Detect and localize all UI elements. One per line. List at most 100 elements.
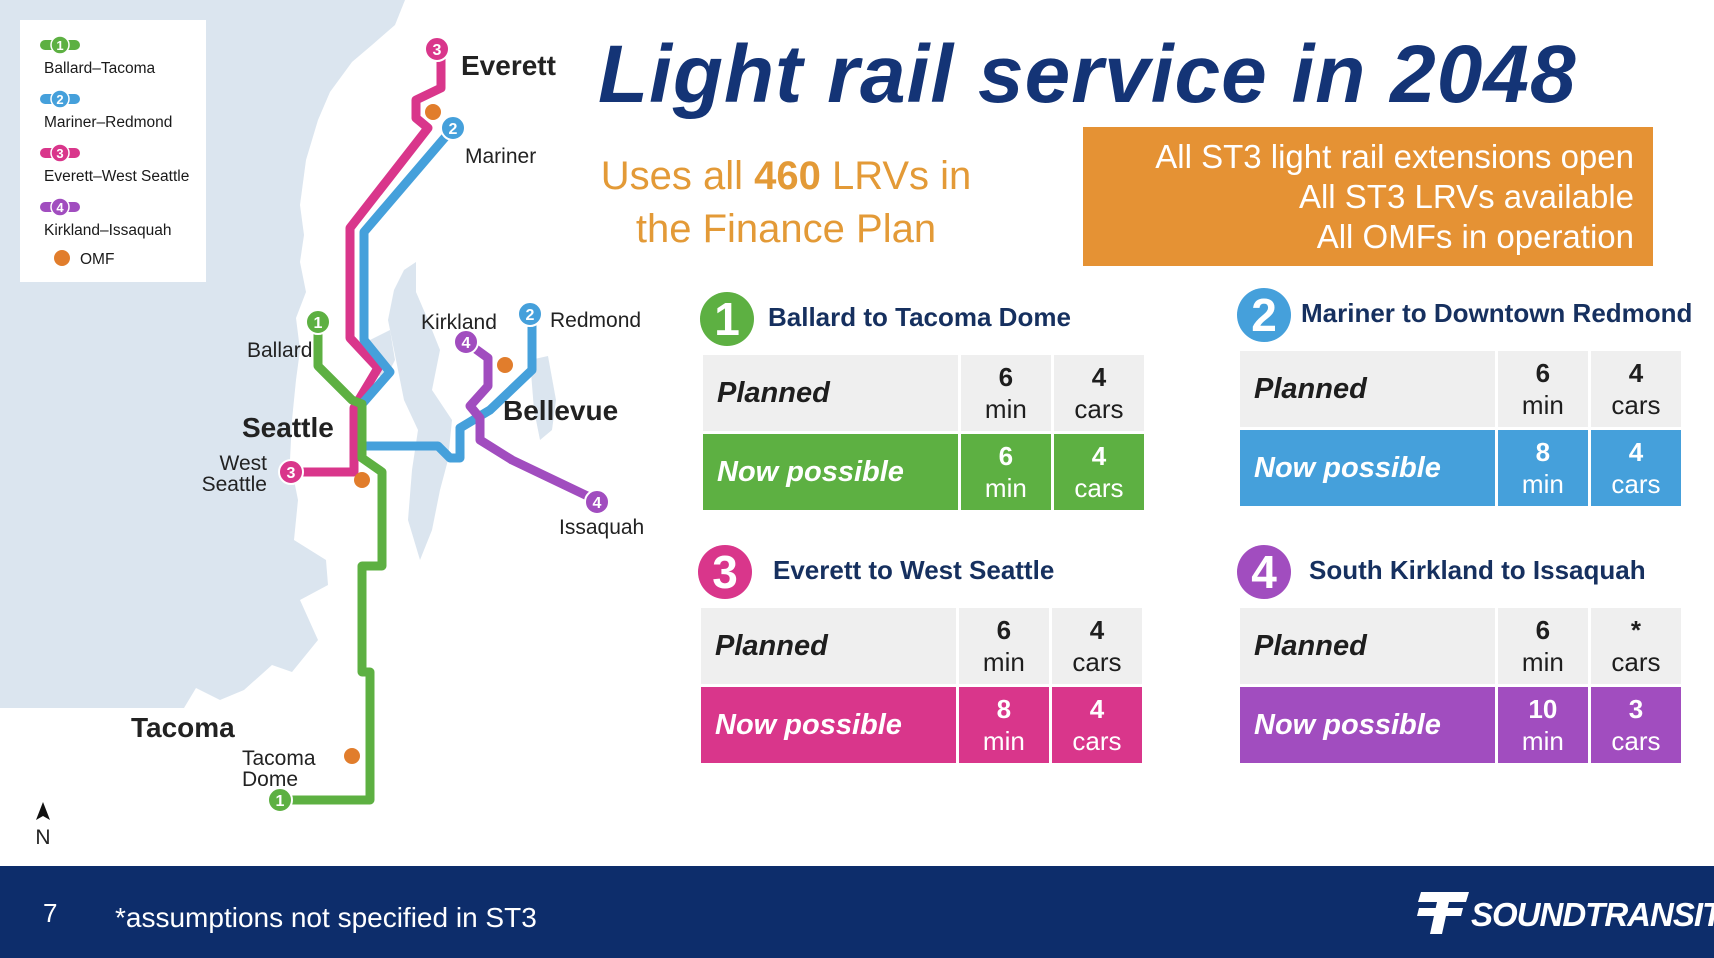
- frequency-value: 10: [1528, 694, 1558, 724]
- label-west-seattle-2: Seattle: [202, 473, 267, 496]
- line-1-ballard-tacoma: [275, 317, 387, 805]
- label-kirkland: Kirkland: [421, 311, 497, 334]
- frequency-unit: min: [982, 726, 1025, 756]
- station-badge-mariner: 2: [440, 115, 466, 141]
- cars-value: 4: [1091, 362, 1107, 392]
- legend-label-omf: OMF: [80, 251, 114, 268]
- legend-label: Kirkland–Issaquah: [44, 222, 172, 239]
- cars-value: 4: [1628, 437, 1644, 467]
- omf-icon: [54, 250, 70, 266]
- subtitle-lrv-count: 460: [754, 154, 821, 198]
- frequency-value: 6: [1535, 615, 1551, 645]
- sound-transit-logo: SOUNDTRANSIT: [1415, 890, 1714, 938]
- frequency-unit: min: [1521, 726, 1564, 756]
- line-4-kirkland-issaquah: [461, 337, 605, 507]
- frequency-unit: min: [1521, 647, 1564, 677]
- route-title: South Kirkland to Issaquah: [1309, 555, 1646, 585]
- svg-text:4: 4: [462, 335, 471, 352]
- cars-value: 3: [1628, 694, 1644, 724]
- svg-text:2: 2: [449, 121, 458, 138]
- subtitle: Uses all 460 LRVs in the Finance Plan: [572, 150, 1000, 256]
- frequency-value: 6: [1535, 358, 1551, 388]
- legend-badge: [50, 89, 70, 109]
- legend-badge-number: 4: [56, 200, 64, 215]
- legend-badge: [50, 197, 70, 217]
- station-badge-everett: 3: [424, 36, 450, 62]
- cars-unit: cars: [1611, 726, 1661, 756]
- line-3-everett-west-seattle: [287, 45, 446, 477]
- cars-value: *: [1630, 615, 1642, 645]
- lake-washington: [388, 262, 452, 560]
- route-number-badge: 2: [1237, 288, 1291, 342]
- frequency-unit: min: [984, 394, 1027, 424]
- route-title: Everett to West Seattle: [773, 555, 1055, 585]
- station-badge-issaquah: 4: [584, 489, 610, 515]
- label-west-seattle-1: West: [220, 452, 268, 475]
- route-header: 4 South Kirkland to Issaquah: [1237, 543, 1707, 603]
- route-header: 3 Everett to West Seattle: [698, 543, 1168, 603]
- route-number-badge: 1: [700, 292, 754, 346]
- row-label: Planned: [703, 355, 958, 431]
- omf-tacoma-marker: [344, 748, 360, 764]
- svg-text:2: 2: [526, 307, 535, 324]
- label-redmond: Redmond: [550, 309, 641, 332]
- legend-badge-number: 3: [56, 146, 63, 161]
- cars-unit: cars: [1072, 647, 1122, 677]
- page-number: 7: [43, 898, 58, 928]
- cars-unit: cars: [1072, 726, 1122, 756]
- legend: 1Ballard–Tacoma2Mariner–Redmond3Everett–…: [40, 35, 189, 268]
- legend-label: Ballard–Tacoma: [44, 60, 156, 77]
- cars-value: 4: [1089, 694, 1105, 724]
- frequency-unit: min: [984, 473, 1027, 503]
- subtitle-pre: Uses all: [600, 154, 755, 198]
- route-header: 2 Mariner to Downtown Redmond: [1237, 286, 1707, 346]
- label-tacoma: Tacoma: [131, 712, 235, 743]
- row-label: Now possible: [1240, 687, 1495, 763]
- legend-badge-number: 2: [56, 92, 63, 107]
- page-title: Light rail service in 2048: [598, 29, 1577, 120]
- status-line: All ST3 LRVs available: [1298, 178, 1634, 215]
- label-tacoma-dome-1: Tacoma: [242, 747, 316, 770]
- station-badge-kirkland: 4: [453, 329, 479, 355]
- row-label: Planned: [1240, 608, 1495, 684]
- route-number-badge: 3: [698, 545, 752, 599]
- sound-transit-logo-icon: [1417, 892, 1469, 934]
- legend-badge: [50, 143, 70, 163]
- cars-unit: cars: [1074, 394, 1124, 424]
- logo-wordmark: SOUNDTRANSIT: [1471, 896, 1714, 933]
- station-badge-redmond: 2: [517, 301, 543, 327]
- cars-unit: cars: [1611, 390, 1661, 420]
- line-2-mariner-redmond: [357, 123, 537, 463]
- svg-text:3: 3: [433, 42, 442, 59]
- footnote: *assumptions not specified in ST3: [115, 902, 537, 933]
- frequency-value: 6: [998, 441, 1014, 471]
- omf-seattle-marker: [354, 472, 370, 488]
- subtitle-post: LRVs in the Finance Plan: [635, 154, 972, 251]
- row-label: Now possible: [703, 434, 958, 510]
- station-badge-west-seattle: 3: [278, 459, 304, 485]
- lake-sammamish: [530, 356, 556, 440]
- route-number-badge: 4: [1237, 545, 1291, 599]
- footer-bar: 7 *assumptions not specified in ST3 SOUN…: [0, 866, 1714, 958]
- route-title: Mariner to Downtown Redmond: [1301, 298, 1693, 328]
- status-line: All OMFs in operation: [1316, 218, 1634, 255]
- label-tacoma-dome-2: Dome: [242, 768, 298, 791]
- frequency-value: 8: [1535, 437, 1551, 467]
- svg-text:4: 4: [593, 495, 602, 512]
- label-ballard: Ballard: [247, 339, 312, 362]
